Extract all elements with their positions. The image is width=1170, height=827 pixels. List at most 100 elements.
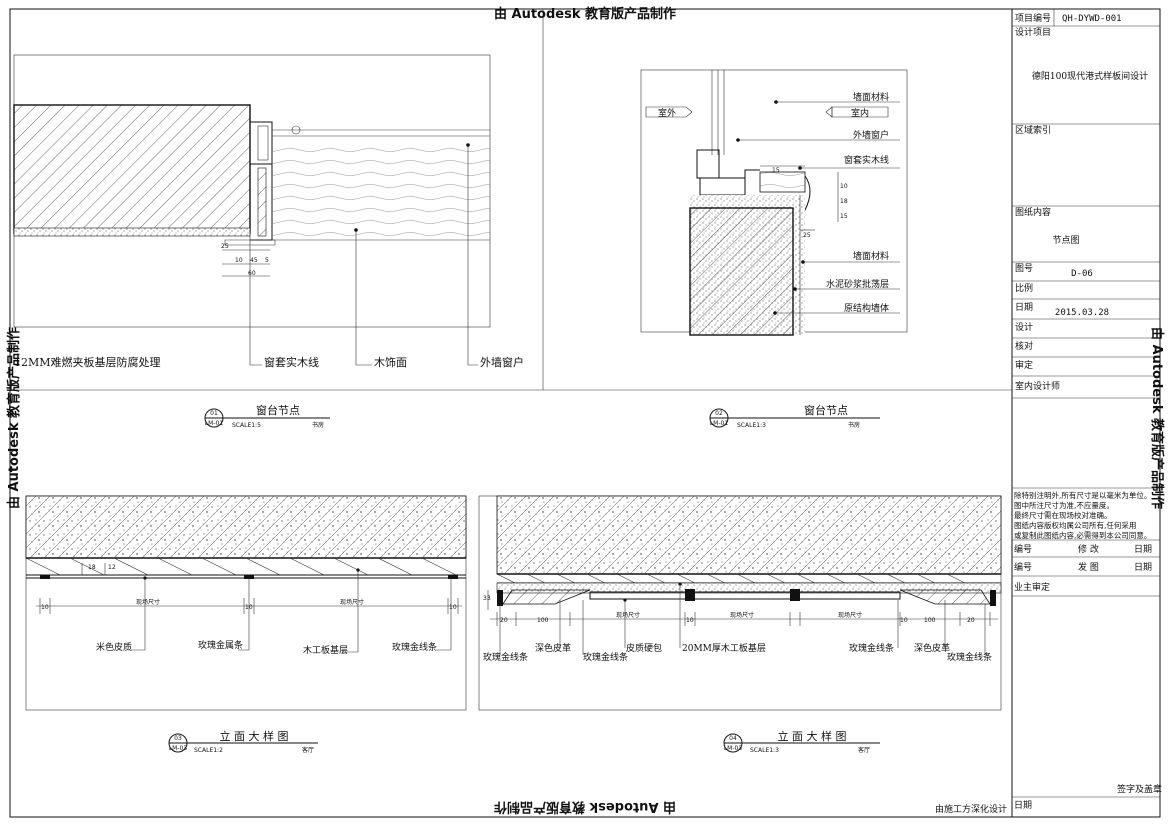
tb-rev-date-label: 日期 xyxy=(1134,544,1152,555)
watermark-bottom: 由 Autodesk 教育版产品制作 xyxy=(494,799,676,815)
tb-issue-label: 发 图 xyxy=(1078,561,1099,573)
view2-num: 02 xyxy=(715,410,723,417)
view4-label-board20: 20MM厚木工板基层 xyxy=(682,642,766,654)
tb-owner-review-label: 业主审定 xyxy=(1014,581,1050,593)
view4-label-hardpack: 皮质硬包 xyxy=(626,642,662,654)
view3-scale: SCALE1:2 xyxy=(194,747,223,754)
view2-title-mark xyxy=(709,408,880,428)
view2-inside: 室内 xyxy=(851,107,869,119)
tb-date-label: 日期 xyxy=(1015,302,1033,313)
view2-outside: 室外 xyxy=(658,107,676,119)
view1-title-mark xyxy=(204,408,330,428)
view3-dim-6: 18 xyxy=(88,564,96,571)
view1-num: 01 xyxy=(210,410,218,417)
view4-dim-9: 100 xyxy=(924,617,936,624)
view4-label-dark-left: 深色皮革 xyxy=(535,642,571,654)
view1-label-wood: 木饰面 xyxy=(374,355,407,369)
tb-design-project: 德阳100现代港式样板间设计 xyxy=(1032,70,1148,82)
tb-final-date-label: 日期 xyxy=(1014,800,1032,811)
sheet-border xyxy=(9,8,1161,818)
view1-title: 窗台节点 xyxy=(256,403,300,417)
view1-label-board: 12MM难燃夹板基层防腐处理 xyxy=(14,355,161,369)
tb-project-no: QH-DYWD-001 xyxy=(1062,14,1122,24)
view3-label-base: 木工板基层 xyxy=(303,644,348,656)
watermark-top: 由 Autodesk 教育版产品制作 xyxy=(494,6,676,22)
view4-title: 立 面 大 样 图 xyxy=(778,729,847,743)
view2-dim-3: 18 xyxy=(840,198,848,205)
tb-issue-date-label: 日期 xyxy=(1134,562,1152,573)
view3-label-gold: 玫瑰金线条 xyxy=(392,641,437,653)
view4-dim-4: 现场尺寸 xyxy=(616,611,640,619)
view4-dim-2: 20 xyxy=(500,617,508,624)
view3-dim-5: 10 xyxy=(449,604,457,611)
tb-scale-label: 比例 xyxy=(1015,282,1033,294)
view4-label-gold-3: 玫瑰金线条 xyxy=(849,642,894,654)
view2-scale: SCALE1:3 xyxy=(737,422,766,429)
view2-label-window: 外墙窗户 xyxy=(853,129,889,141)
view4-room: 客厅 xyxy=(858,746,870,754)
tb-sign-stamp-label: 签字及盖章 xyxy=(1117,783,1162,795)
tb-drawing-no-label: 图号 xyxy=(1015,263,1033,274)
view4-title-mark xyxy=(723,733,880,753)
view1-scale: SCALE1:5 xyxy=(232,422,261,429)
view3-dim-3: 10 xyxy=(245,604,253,611)
view3-title-mark xyxy=(168,733,318,753)
tb-project-no-label: 项目编号 xyxy=(1015,12,1051,24)
view3-dim-1: 10 xyxy=(41,604,49,611)
view4-dim-7: 现场尺寸 xyxy=(838,611,862,619)
view1-dim-3: 45 xyxy=(250,257,258,264)
view2-title: 窗台节点 xyxy=(804,403,848,417)
title-block-grid xyxy=(1012,9,1160,798)
view4-dim-8: 10 xyxy=(900,617,908,624)
view4-label-dark-right: 深色皮革 xyxy=(914,642,950,654)
view4-ref: LM-03 xyxy=(724,745,743,752)
view4-label-gold-right: 玫瑰金线条 xyxy=(947,651,992,663)
view2-room: 书房 xyxy=(848,421,860,429)
view2-label-wall: 墙面材料 xyxy=(853,250,889,262)
tb-note-4: 图纸内容版权均属公司所有,任何采用 xyxy=(1014,520,1136,530)
tb-note-1: 除特别注明外,所有尺寸是以毫米为单位。 xyxy=(1014,490,1151,500)
view4-dim-10: 20 xyxy=(967,617,975,624)
view1-dim-1: 25 xyxy=(221,243,229,250)
view4-scale: SCALE1:3 xyxy=(750,747,779,754)
tb-date: 2015.03.28 xyxy=(1055,308,1109,318)
view3-ref: LM-03 xyxy=(169,745,188,752)
view3-label-metal: 玫瑰金属条 xyxy=(198,639,243,651)
tb-zone-index-label: 区域索引 xyxy=(1015,124,1051,136)
view4-detail xyxy=(478,495,1002,711)
company-note: 由施工方深化设计 xyxy=(935,803,1007,815)
tb-issue-no-label: 编号 xyxy=(1014,561,1032,573)
view3-label-leather: 米色皮质 xyxy=(96,641,132,653)
tb-content: 节点图 xyxy=(1052,235,1079,246)
view3-detail xyxy=(25,495,467,711)
view2-label-mortar: 水泥砂浆批荡层 xyxy=(826,278,889,290)
view4-dim-1: 33 xyxy=(483,595,491,602)
watermark-left: 由 Autodesk 教育版产品制作 xyxy=(6,327,22,509)
view1-dim-5: 60 xyxy=(248,270,256,277)
view2-label-structure: 原结构墙体 xyxy=(844,302,889,314)
view1-room: 书房 xyxy=(312,421,324,429)
tb-rev-modify-label: 修 改 xyxy=(1078,543,1099,555)
view1-label-trim: 窗套实木线 xyxy=(264,355,319,369)
view3-num: 03 xyxy=(174,735,182,742)
view1-dim-4: 5 xyxy=(265,257,269,264)
view3-title: 立 面 大 样 图 xyxy=(220,729,289,743)
view2-label-wall-top: 墙面材料 xyxy=(853,91,889,103)
view2-detail xyxy=(640,69,908,336)
view4-dim-5: 10 xyxy=(686,617,694,624)
view3-dim-4: 现场尺寸 xyxy=(340,598,364,606)
view2-label-trim: 窗套实木线 xyxy=(844,154,889,166)
view4-num: 04 xyxy=(729,735,737,742)
watermark-right: 由 Autodesk 教育版产品制作 xyxy=(1149,327,1165,509)
view2-dim-5: 25 xyxy=(803,232,811,239)
view4-label-gold-2: 玫瑰金线条 xyxy=(583,651,628,663)
tb-check-label: 核对 xyxy=(1015,340,1033,352)
view4-label-gold-left: 玫瑰金线条 xyxy=(483,651,528,663)
view4-dim-6: 现场尺寸 xyxy=(730,611,754,619)
view1-dim-2: 10 xyxy=(235,257,243,264)
tb-note-3: 最终尺寸需在现场校对准确。 xyxy=(1014,510,1112,520)
view2-ref: LM-01 xyxy=(710,420,729,427)
view2-dim-1: 15 xyxy=(772,167,780,174)
view3-dim-2: 现场尺寸 xyxy=(136,598,160,606)
